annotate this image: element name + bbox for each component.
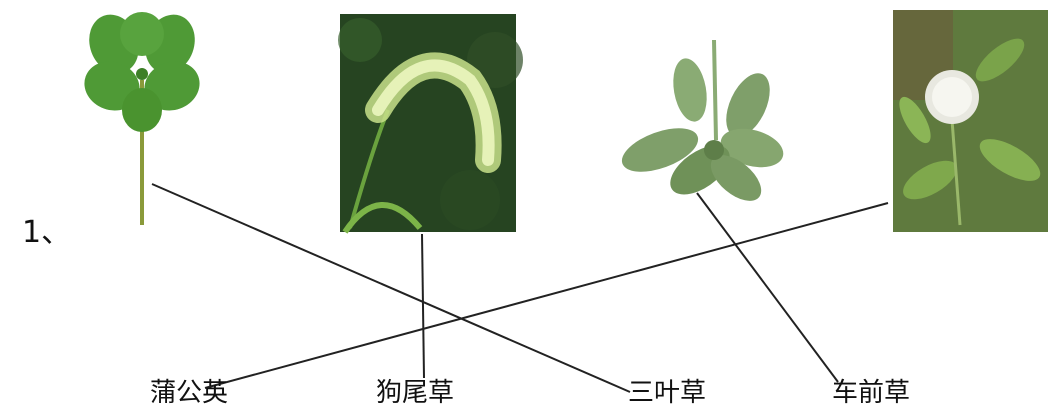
- match-line-3: [205, 203, 888, 388]
- label-clover: 三叶草: [628, 380, 706, 406]
- label-foxtail: 狗尾草: [376, 380, 454, 406]
- foxtail-grass-icon: [338, 14, 523, 232]
- clover-icon: [77, 8, 206, 225]
- match-line-1: [422, 234, 424, 378]
- plantain-icon: [616, 40, 787, 210]
- dandelion-icon: [893, 10, 1048, 232]
- match-lines: [152, 184, 888, 392]
- label-dandelion: 蒲公英: [150, 380, 228, 406]
- label-plantain: 车前草: [832, 380, 910, 406]
